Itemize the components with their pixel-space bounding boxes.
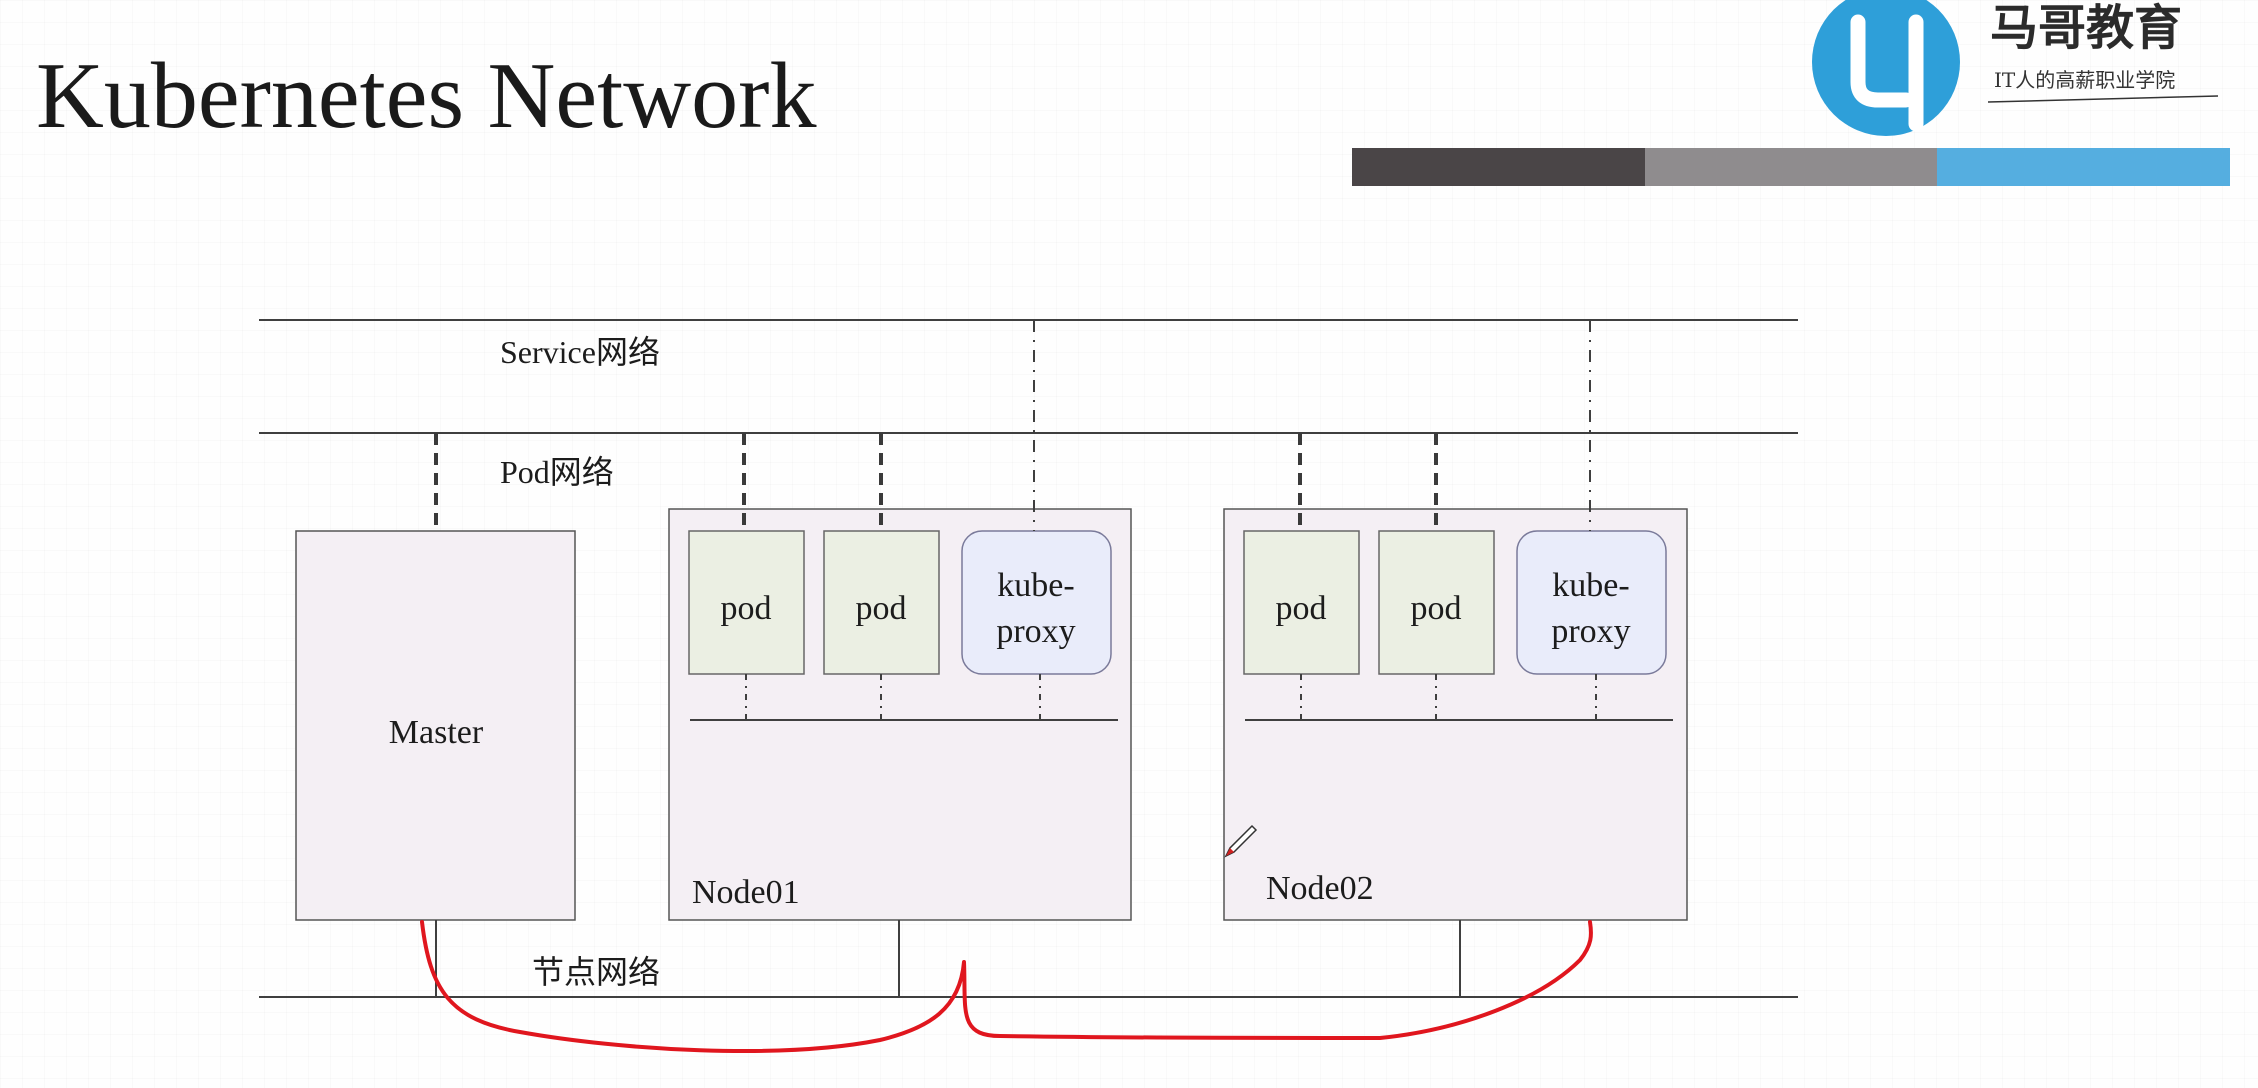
node02-pod-1 xyxy=(1243,530,1360,675)
pod-network-label: Pod网络 xyxy=(500,454,614,490)
node-network-label: 节点网络 xyxy=(532,954,660,990)
node01-label: Node01 xyxy=(692,874,800,911)
master-label: Master xyxy=(389,714,484,751)
service-network-label: Service网络 xyxy=(500,334,660,370)
node01-pod-2-label: pod xyxy=(856,590,907,627)
red-annotation-stroke xyxy=(420,920,1593,1054)
node02-kube-proxy xyxy=(1516,530,1667,675)
node01-pod-1-label: pod xyxy=(721,590,772,627)
node02-pod-2 xyxy=(1378,530,1495,675)
node01-kube-proxy-line1: kube- xyxy=(997,567,1074,604)
node02-box: pod pod kube- proxy Node02 xyxy=(1223,508,1688,921)
node02-pod-2-label: pod xyxy=(1411,590,1462,627)
logo-name: 马哥教育 xyxy=(1990,0,2183,56)
node01-kube-proxy-line2: proxy xyxy=(996,613,1075,650)
node02-pod-1-label: pod xyxy=(1276,590,1327,627)
logo-icon xyxy=(1812,0,2219,136)
node01-box: pod pod kube- proxy Node01 xyxy=(668,508,1132,921)
pen-cursor-icon xyxy=(1224,824,1258,858)
master-box: Master xyxy=(295,530,576,921)
node02-label: Node02 xyxy=(1266,870,1374,907)
slide-title: Kubernetes Network xyxy=(36,44,817,148)
node02-kube-proxy-line2: proxy xyxy=(1551,613,1630,650)
node01-pod-2 xyxy=(823,530,940,675)
node02-kube-proxy-line1: kube- xyxy=(1552,567,1629,604)
node01-pod-1 xyxy=(688,530,805,675)
node01-kube-proxy xyxy=(961,530,1112,675)
header-color-bar xyxy=(1352,148,2230,186)
logo-slogan: IT人的高薪职业学院 xyxy=(1994,68,2176,92)
